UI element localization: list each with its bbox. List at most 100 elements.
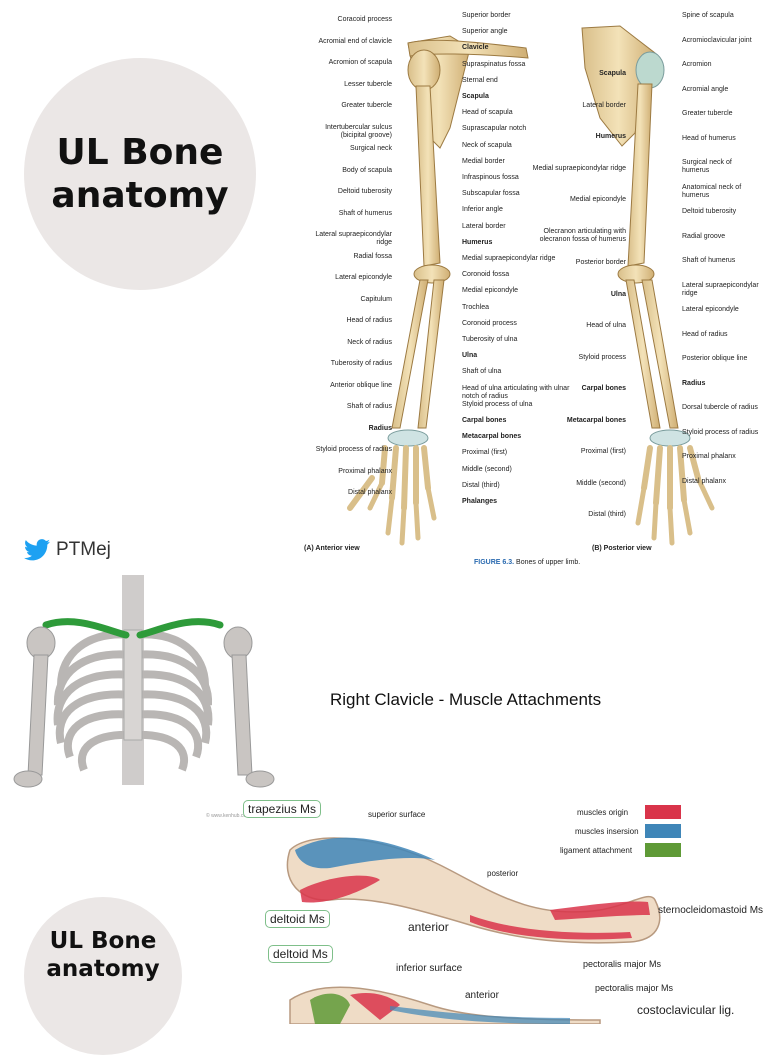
legend-swatch-insertion — [645, 824, 681, 838]
bone-label: Deltoid tuberosity — [682, 208, 737, 215]
bone-label: Neck of radius — [347, 338, 392, 346]
bone-label: Coracoid process — [337, 16, 392, 23]
legend-swatch-ligament — [645, 843, 681, 857]
posterior-label: posterior — [487, 869, 519, 878]
bone-label: Distal phalanx — [348, 489, 392, 496]
pectoralis-major-label-1: pectoralis major Ms — [583, 959, 662, 969]
bone-label: Deltoid tuberosity — [337, 188, 392, 195]
bone-label: Distal (third) — [588, 511, 626, 518]
bone-label: Medial supraepicondylar ridge — [532, 164, 626, 172]
bone-label: Superior border — [462, 12, 511, 19]
anterior-label-1: anterior — [408, 920, 449, 934]
title-line2: anatomy — [51, 175, 229, 216]
bone-label: Styloid process of ulna — [462, 400, 533, 408]
bone-label: Greater tubercle — [341, 102, 392, 109]
bone-label: Radius — [368, 424, 392, 432]
bone-label: Metacarpal bones — [566, 416, 626, 424]
bone-label: Supraspinatus fossa — [462, 60, 526, 68]
bone-label: Head of humerus — [682, 134, 736, 142]
title-line1: UL Bone — [56, 131, 224, 173]
bone-label: Medial epicondyle — [569, 196, 626, 203]
bone-label: Carpal bones — [462, 417, 507, 424]
twitter-handle[interactable]: PTMej — [24, 537, 111, 563]
bone-label: Suprascapular notch — [462, 125, 527, 133]
inferior-surface-label: inferior surface — [396, 963, 463, 974]
title-line2-bottom: anatomy — [46, 956, 160, 982]
bone-label: Sternal end — [462, 76, 498, 84]
costoclavicular-label: costoclavicular lig. — [637, 1003, 735, 1017]
legend-label-origin: muscles origin — [577, 808, 629, 817]
bone-label: Distal phalanx — [682, 477, 726, 485]
bone-label: Olecranon articulating with olecranon fo… — [539, 227, 626, 243]
bone-label: Carpal bones — [581, 385, 626, 392]
posterior-view-caption: (B) Posterior view — [592, 545, 652, 552]
figure-caption-number: FIGURE 6.3. — [474, 559, 515, 566]
clavicle-drawing — [286, 837, 661, 1024]
anterior-view-caption: (A) Anterior view — [304, 545, 360, 552]
bone-label: Shaft of radius — [346, 403, 392, 410]
bone-label: Head of radius — [682, 330, 728, 338]
bone-label: Metacarpal bones — [462, 433, 522, 441]
bone-label: Radial groove — [682, 232, 726, 240]
bone-label: Subscapular fossa — [462, 190, 520, 198]
kenhub-watermark: © www.kenhub.com — [206, 813, 251, 819]
twitter-handle-text: PTMej — [56, 539, 111, 560]
bone-label: Radius — [682, 379, 706, 387]
bone-label: Neck of scapula — [462, 141, 512, 149]
figure-caption-text: Bones of upper limb. — [516, 559, 581, 566]
clavicle-title: Right Clavicle - Muscle Attachments — [330, 690, 602, 709]
bone-label: Posterior border — [575, 259, 626, 266]
bone-label: Greater tubercle — [682, 110, 733, 117]
bone-label: Lateral supraepicondylar ridge — [315, 231, 392, 246]
bone-label: Clavicle — [462, 44, 489, 52]
bone-label: Shaft of humerus — [338, 209, 392, 217]
bone-label: Head of ulna articulating with ulnar not… — [462, 384, 570, 400]
bone-label: Proximal (first) — [462, 449, 508, 457]
bone-label: Coronoid process — [462, 319, 517, 327]
bone-label: Medial border — [462, 157, 505, 165]
bone-label: Tuberosity of radius — [330, 360, 392, 367]
bone-label: Coronoid fossa — [462, 271, 510, 279]
bone-label: Proximal (first) — [580, 448, 626, 455]
bone-label: Lateral epicondyle — [682, 306, 739, 313]
bone-label: Inferior angle — [462, 206, 503, 214]
bone-label: Lateral border — [582, 101, 626, 109]
bone-label: Shaft of humerus — [682, 257, 736, 264]
bone-label: Shaft of ulna — [462, 368, 502, 376]
bone-label: Head of scapula — [462, 109, 513, 117]
twitter-bird-icon — [24, 539, 50, 561]
bone-label: Middle (second) — [462, 465, 512, 473]
superior-surface-label: superior surface — [368, 810, 426, 819]
bone-label: Styloid process of radius — [682, 428, 759, 436]
bone-label: Capitulum — [360, 295, 392, 303]
pectoralis-major-label-2: pectoralis major Ms — [595, 983, 674, 993]
bone-label: Surgical neck — [349, 145, 392, 152]
bone-label: Ulna — [610, 290, 626, 298]
bone-label: Styloid process of radius — [315, 446, 392, 453]
bone-label: Anatomical neck of humerus — [682, 183, 742, 199]
bone-label: Distal (third) — [462, 481, 500, 489]
bone-label: Ulna — [462, 352, 478, 360]
thorax-clavicle-illustration: © www.kenhub.com — [6, 575, 276, 823]
title-card-bottom: UL Bone anatomy — [24, 897, 182, 1055]
bone-label: Lateral border — [462, 222, 506, 230]
bone-label: Lesser tubercle — [344, 80, 392, 88]
bone-label: Acromion of scapula — [328, 59, 392, 66]
bone-label: Medial supraepicondylar ridge — [462, 255, 556, 262]
bone-label: Proximal phalanx — [682, 453, 736, 460]
bone-label: Proximal phalanx — [338, 467, 392, 475]
bone-label: Acromioclavicular joint — [682, 36, 752, 44]
bone-label: Spine of scapula — [682, 12, 734, 19]
bone-label: Medial epicondyle — [462, 287, 519, 295]
bone-label: Radial fossa — [353, 252, 392, 260]
bone-label: Dorsal tubercle of radius — [682, 404, 758, 411]
bone-label: Acromial end of clavicle — [318, 37, 392, 45]
bone-label: Styloid process — [578, 353, 626, 361]
legend-swatch-origin — [645, 805, 681, 819]
title-card-top: UL Bone anatomy — [24, 58, 256, 290]
upper-limb-bones-drawing — [347, 25, 715, 546]
bone-label: Acromion — [682, 61, 712, 68]
anterior-label-2: anterior — [465, 990, 499, 1001]
bone-label: Phalanges — [462, 498, 498, 505]
